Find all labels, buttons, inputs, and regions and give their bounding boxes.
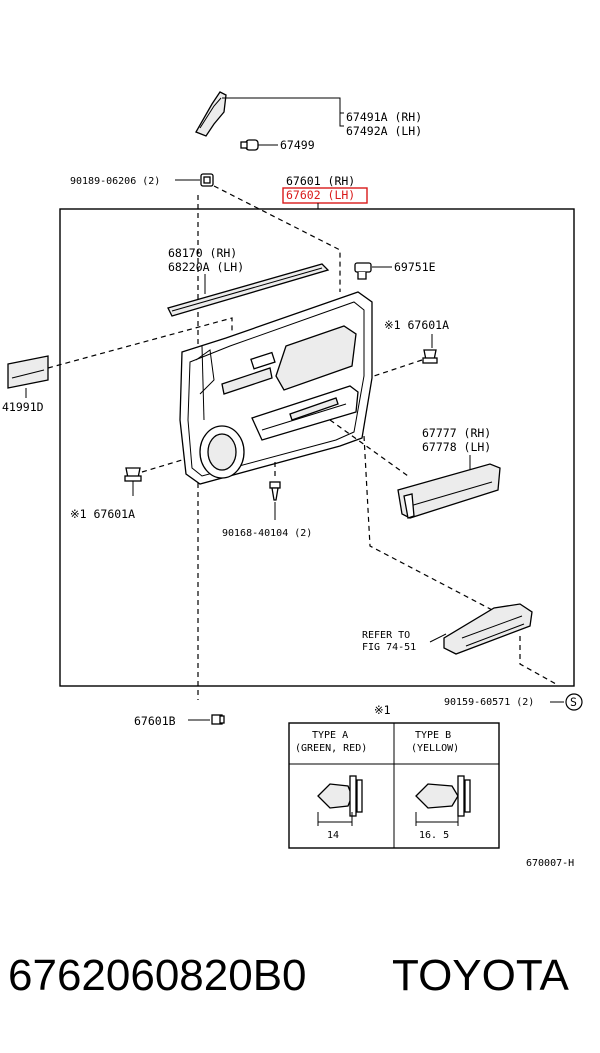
assembly-frame (59, 208, 575, 687)
armrest-base-part (443, 603, 533, 655)
highlight-box-67602 (282, 187, 368, 204)
figure-code: 670007-H (526, 858, 574, 869)
label-68170: 68170 (RH) (168, 246, 237, 260)
emblem-41991d-part (7, 355, 49, 389)
label-90168: 90168-40104 (2) (222, 528, 312, 539)
footer-brand: TOYOTA (392, 951, 569, 1000)
s-mark-circle (565, 693, 583, 711)
clip-type-b-drawing (415, 775, 471, 826)
label-67601b: 67601B (134, 714, 176, 728)
dim-type-a: 14 (327, 830, 339, 841)
door-trim-panel-part (179, 291, 373, 485)
label-68220a: 68220A (LH) (168, 260, 244, 274)
clip-type-a-drawing (317, 775, 363, 826)
type-a-colors: (GREEN, RED) (295, 743, 367, 754)
type-b-title: TYPE B (415, 730, 451, 741)
type-a-title: TYPE A (312, 730, 348, 741)
label-refer-to-1: REFER TO (362, 630, 410, 641)
type-b-colors: (YELLOW) (411, 743, 459, 754)
label-90159: 90159-60571 (2) (444, 697, 534, 708)
clip-67601b-part (211, 714, 225, 725)
screw-90189-part (200, 173, 214, 187)
label-67491a: 67491A (RH) (346, 110, 422, 124)
label-67778: 67778 (LH) (422, 440, 491, 454)
label-67777: 67777 (RH) (422, 426, 491, 440)
label-67602: 67602 (LH) (286, 188, 355, 202)
label-67601a-right: ※1 67601A (384, 318, 449, 332)
clip-67499-part (240, 139, 259, 151)
clip-67601a-right-part (422, 349, 438, 364)
dim-type-b: 16. 5 (419, 830, 449, 841)
label-67492a: 67492A (LH) (346, 124, 422, 138)
s-mark-label: S (570, 695, 577, 709)
label-67499: 67499 (280, 138, 315, 152)
weatherstrip-68170-part (167, 263, 330, 317)
footer-part-number: 6762060820B0 (8, 951, 307, 1000)
label-67601: 67601 (RH) (286, 174, 355, 188)
quarter-trim-part (195, 91, 227, 137)
label-refer-to-2: FIG 74-51 (362, 642, 416, 653)
label-90189: 90189-06206 (2) (70, 176, 160, 187)
table-mark: ※1 (374, 703, 391, 717)
label-67601a-left: ※1 67601A (70, 507, 135, 521)
label-41991d: 41991D (2, 400, 44, 414)
clip-type-table (288, 722, 500, 849)
label-69751e: 69751E (394, 260, 436, 274)
clip-69751e-part (354, 262, 372, 280)
clip-67601a-left-part (124, 467, 142, 482)
screw-90168-part (269, 481, 281, 501)
door-pocket-67777-part (397, 463, 501, 519)
